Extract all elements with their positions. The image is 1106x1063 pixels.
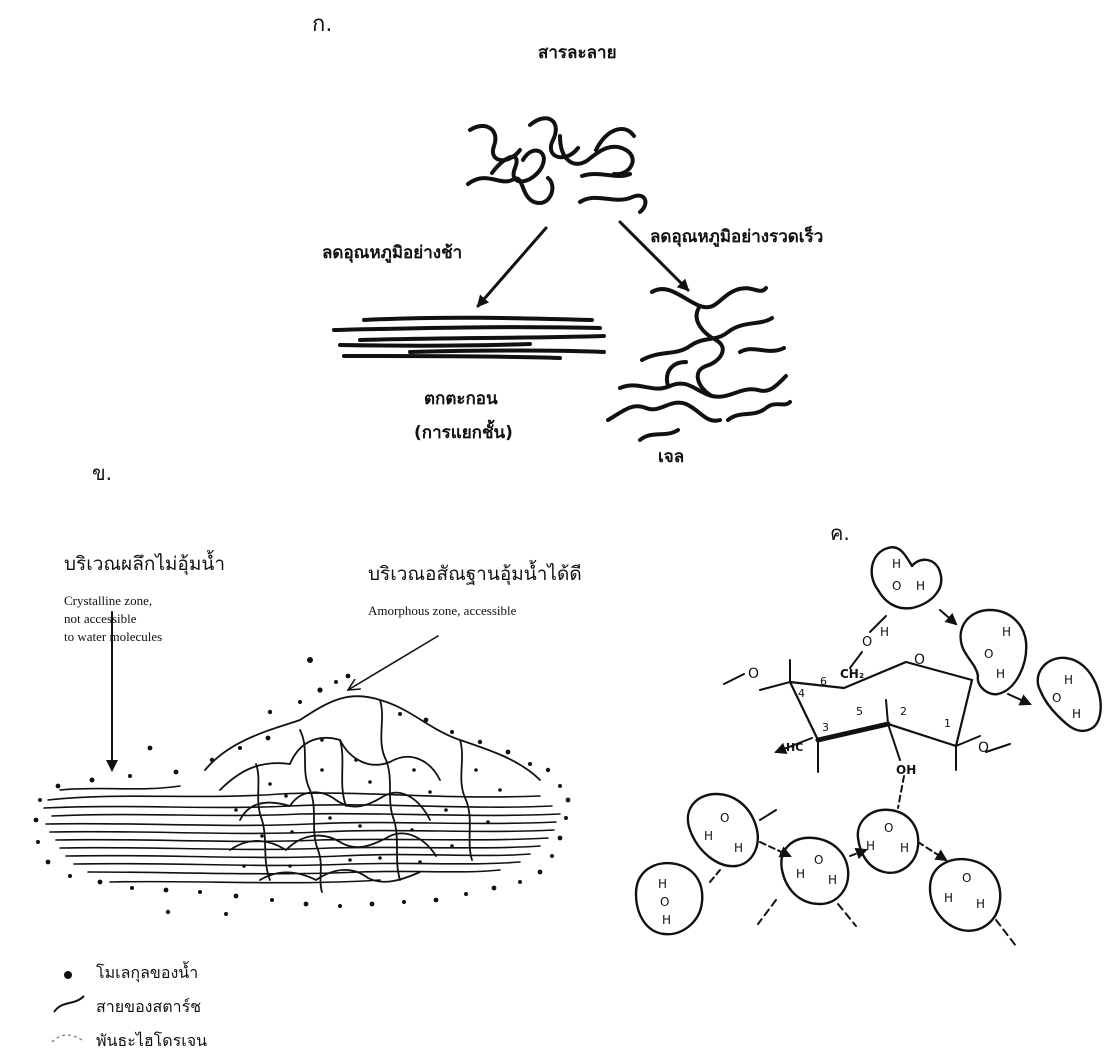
- water-8-h-right: H: [976, 898, 985, 912]
- ring-number-4: 4: [798, 688, 805, 701]
- ch2-group: CH₂: [840, 668, 864, 682]
- water-7-h-bottom: H: [662, 914, 671, 928]
- fast-cool-label: ลดอุณหภูมิอย่างรวดเร็ว: [650, 228, 823, 248]
- amorphous-zone-thai: บริเวณอสัณฐานอุ้มน้ำได้ดี: [368, 564, 582, 586]
- panel-a-marker: ก.: [312, 12, 332, 37]
- water-2-h-bottom: H: [996, 668, 1005, 682]
- ring-number-3: 3: [822, 722, 829, 735]
- water-5-h-right: H: [828, 874, 837, 888]
- crystalline-zone-en-line1: Crystalline zone,: [64, 594, 152, 609]
- precipitate-parallel-chains: [334, 318, 604, 358]
- water-molecule-shapes: [636, 547, 1101, 934]
- crystalline-zone-en-line3: to water molecules: [64, 630, 162, 645]
- ring-number-5: 5: [856, 706, 863, 719]
- water-7-o: O: [660, 896, 669, 910]
- ring-ether-oxygen-right: O: [978, 740, 989, 756]
- crystalline-zone-thai: บริเวณผลึกไม่อุ้มน้ำ: [64, 554, 225, 576]
- ring-number-6: 6: [820, 676, 827, 689]
- ch2-hydrogen: H: [880, 626, 889, 640]
- hydrogen-bond-dashes: [710, 610, 1030, 946]
- gel-network-chains: [608, 288, 790, 440]
- amorphous-zone-en: Amorphous zone, accessible: [368, 604, 516, 619]
- oh-group: OH: [896, 764, 916, 778]
- water-6-o: O: [884, 822, 893, 836]
- water-6-h-right: H: [900, 842, 909, 856]
- water-1-h-top: H: [892, 558, 901, 572]
- water-1-o: O: [892, 580, 901, 594]
- gel-label: เจล: [658, 448, 684, 468]
- legend-symbols: [52, 971, 84, 1042]
- crystalline-zone-en-line2: not accessible: [64, 612, 137, 627]
- granule-crystalline-region: [44, 786, 560, 883]
- granule-water-dots: [34, 657, 571, 916]
- water-1-h-right: H: [916, 580, 925, 594]
- ch2-oxygen: O: [862, 636, 872, 651]
- ring-ether-oxygen-left: O: [748, 666, 759, 682]
- water-2-h-top: H: [1002, 626, 1011, 640]
- water-7-h-top: H: [658, 878, 667, 892]
- panel-b-marker: ข.: [92, 462, 112, 485]
- water-5-h-left: H: [796, 868, 805, 882]
- water-3-o: O: [1052, 692, 1061, 706]
- ring-number-2: 2: [900, 706, 907, 719]
- hc-group: HC: [786, 742, 803, 755]
- water-4-o: O: [720, 812, 729, 826]
- precipitate-sublabel: (การแยกชั้น): [414, 424, 513, 444]
- legend-water-molecule: โมเลกุลของน้ำ: [96, 964, 198, 982]
- water-8-o: O: [962, 872, 971, 886]
- water-5-o: O: [814, 854, 823, 868]
- precipitate-label: ตกตะกอน: [424, 390, 498, 410]
- panel-c-marker: ค.: [830, 522, 850, 545]
- water-3-h-top: H: [1064, 674, 1073, 688]
- water-8-h-left: H: [944, 892, 953, 906]
- solution-label: สารละลาย: [538, 44, 617, 64]
- water-4-h-right: H: [734, 842, 743, 856]
- solution-chains-squiggle: [468, 118, 645, 212]
- legend-starch-chain: สายของสตาร์ช: [96, 998, 201, 1016]
- ring-number-1: 1: [944, 718, 951, 731]
- water-3-h-bottom: H: [1072, 708, 1081, 722]
- water-6-h-left: H: [866, 840, 875, 854]
- ring-oxygen: O: [914, 652, 925, 668]
- water-2-o: O: [984, 648, 993, 662]
- slow-cool-label: ลดอุณหภูมิอย่างช้า: [322, 244, 462, 264]
- legend-hydrogen-bond: พันธะไฮโดรเจน: [96, 1032, 207, 1050]
- water-4-h-left: H: [704, 830, 713, 844]
